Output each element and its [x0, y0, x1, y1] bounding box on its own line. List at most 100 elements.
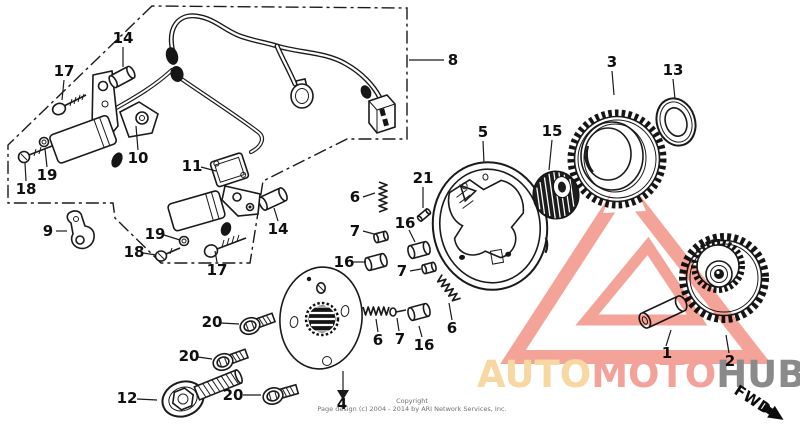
- screw-drawing: [154, 235, 190, 262]
- leader-line: [136, 398, 158, 401]
- leader-line: [61, 79, 65, 101]
- ignition-coil-drawing: [49, 114, 117, 164]
- leader-line: [362, 230, 375, 235]
- callout-6: 6: [373, 331, 383, 349]
- leader-line: [408, 229, 416, 243]
- leader-line: [135, 125, 139, 151]
- harness-connector: [368, 94, 396, 134]
- ignition-coil-2-drawing: [167, 190, 226, 232]
- sprocket-drawing: [567, 109, 667, 209]
- leader-line: [611, 70, 615, 96]
- callout-9: 9: [43, 222, 53, 240]
- callout-7: 7: [395, 330, 405, 348]
- callout-16: 16: [334, 253, 355, 271]
- harness-tape-wrap: [170, 66, 184, 82]
- callout-19: 19: [37, 166, 58, 184]
- clutch-outer-drawing: [431, 161, 549, 291]
- leader-line: [409, 268, 422, 272]
- roller-drawing: [407, 302, 431, 322]
- leader-line: [396, 317, 400, 332]
- callout-21: 21: [413, 169, 434, 187]
- bolt-drawing: [51, 93, 87, 116]
- leader-line: [375, 318, 379, 333]
- leader-line: [362, 192, 376, 198]
- collar-drawing: [108, 65, 136, 89]
- copyright-line1: Copyright: [396, 397, 428, 405]
- washer-drawing: [178, 235, 190, 247]
- coil-lead-curl: [111, 152, 123, 168]
- leader-line: [672, 78, 676, 100]
- leader-line: [214, 250, 218, 263]
- callout-16: 16: [395, 214, 416, 232]
- plug-cap: [290, 83, 314, 109]
- callout-15: 15: [542, 122, 563, 140]
- leader-line: [725, 334, 730, 354]
- callout-8: 8: [448, 51, 458, 69]
- callout-12: 12: [117, 389, 138, 407]
- stay-bracket-drawing: [66, 210, 95, 250]
- harness-tape-wrap: [165, 47, 179, 65]
- small-bolt-drawing: [262, 383, 300, 405]
- callout-1: 1: [662, 344, 672, 362]
- bolt-drawing: [203, 234, 247, 258]
- callout-20: 20: [179, 347, 200, 365]
- callout-5: 5: [478, 123, 488, 141]
- cdi-bracket-drawing: [221, 185, 261, 217]
- spring-cap-drawing: [421, 261, 437, 275]
- copyright-line2: Page design (c) 2004 - 2014 by ARI Netwo…: [317, 405, 506, 413]
- leader-line: [418, 325, 423, 338]
- callout-19: 19: [145, 225, 166, 243]
- group-border: [7, 5, 408, 264]
- callout-17: 17: [207, 261, 228, 279]
- callout-18: 18: [16, 180, 37, 198]
- spring-drawing: [362, 306, 390, 316]
- collar-drawing: [258, 187, 288, 211]
- fwd-marker: FWD: [731, 381, 784, 420]
- callout-6: 6: [447, 319, 457, 337]
- flange-bolt-drawing: [161, 368, 243, 418]
- roller-drawing: [364, 252, 388, 272]
- callout-17: 17: [54, 62, 75, 80]
- leader-arrowhead: [337, 390, 349, 400]
- roller-drawing: [407, 240, 431, 260]
- cdi-unit-drawing: [209, 152, 250, 188]
- leader-line: [24, 162, 27, 182]
- callout-7: 7: [350, 222, 360, 240]
- fwd-arrowhead-icon: [767, 405, 784, 420]
- spring-cap-drawing: [389, 307, 407, 317]
- leader-line: [220, 322, 240, 325]
- spring-drawing: [436, 274, 461, 302]
- callout-20: 20: [223, 386, 244, 404]
- spring-drawing: [378, 181, 388, 213]
- idle-gear-drawing: [679, 233, 769, 323]
- callout-16: 16: [414, 336, 435, 354]
- drive-plate-drawing: [279, 266, 363, 370]
- callout-3: 3: [607, 53, 617, 71]
- fwd-arrow-icon: [761, 403, 774, 416]
- small-bolt-drawing: [239, 312, 277, 336]
- callout-13: 13: [663, 61, 684, 79]
- screw-drawing: [17, 136, 53, 164]
- leader-line: [548, 139, 553, 171]
- leader-line: [197, 356, 213, 360]
- callout-18: 18: [124, 243, 145, 261]
- spring-cap-drawing: [373, 230, 389, 244]
- leader-line: [44, 148, 48, 168]
- small-bolt-drawing: [212, 348, 250, 372]
- seal-ring-drawing: [655, 97, 697, 147]
- leader-line: [482, 140, 485, 164]
- dowel-pin-drawing: [416, 208, 432, 222]
- callout-7: 7: [397, 262, 407, 280]
- callout-4: 4: [337, 395, 347, 413]
- callout-6: 6: [350, 188, 360, 206]
- leader-line: [142, 252, 157, 256]
- leader-line: [448, 302, 453, 321]
- shaft-pin-drawing: [638, 295, 688, 329]
- leader-line: [273, 207, 279, 222]
- callout-11: 11: [182, 157, 203, 175]
- leader-line: [163, 234, 181, 241]
- callout-2: 2: [725, 352, 735, 370]
